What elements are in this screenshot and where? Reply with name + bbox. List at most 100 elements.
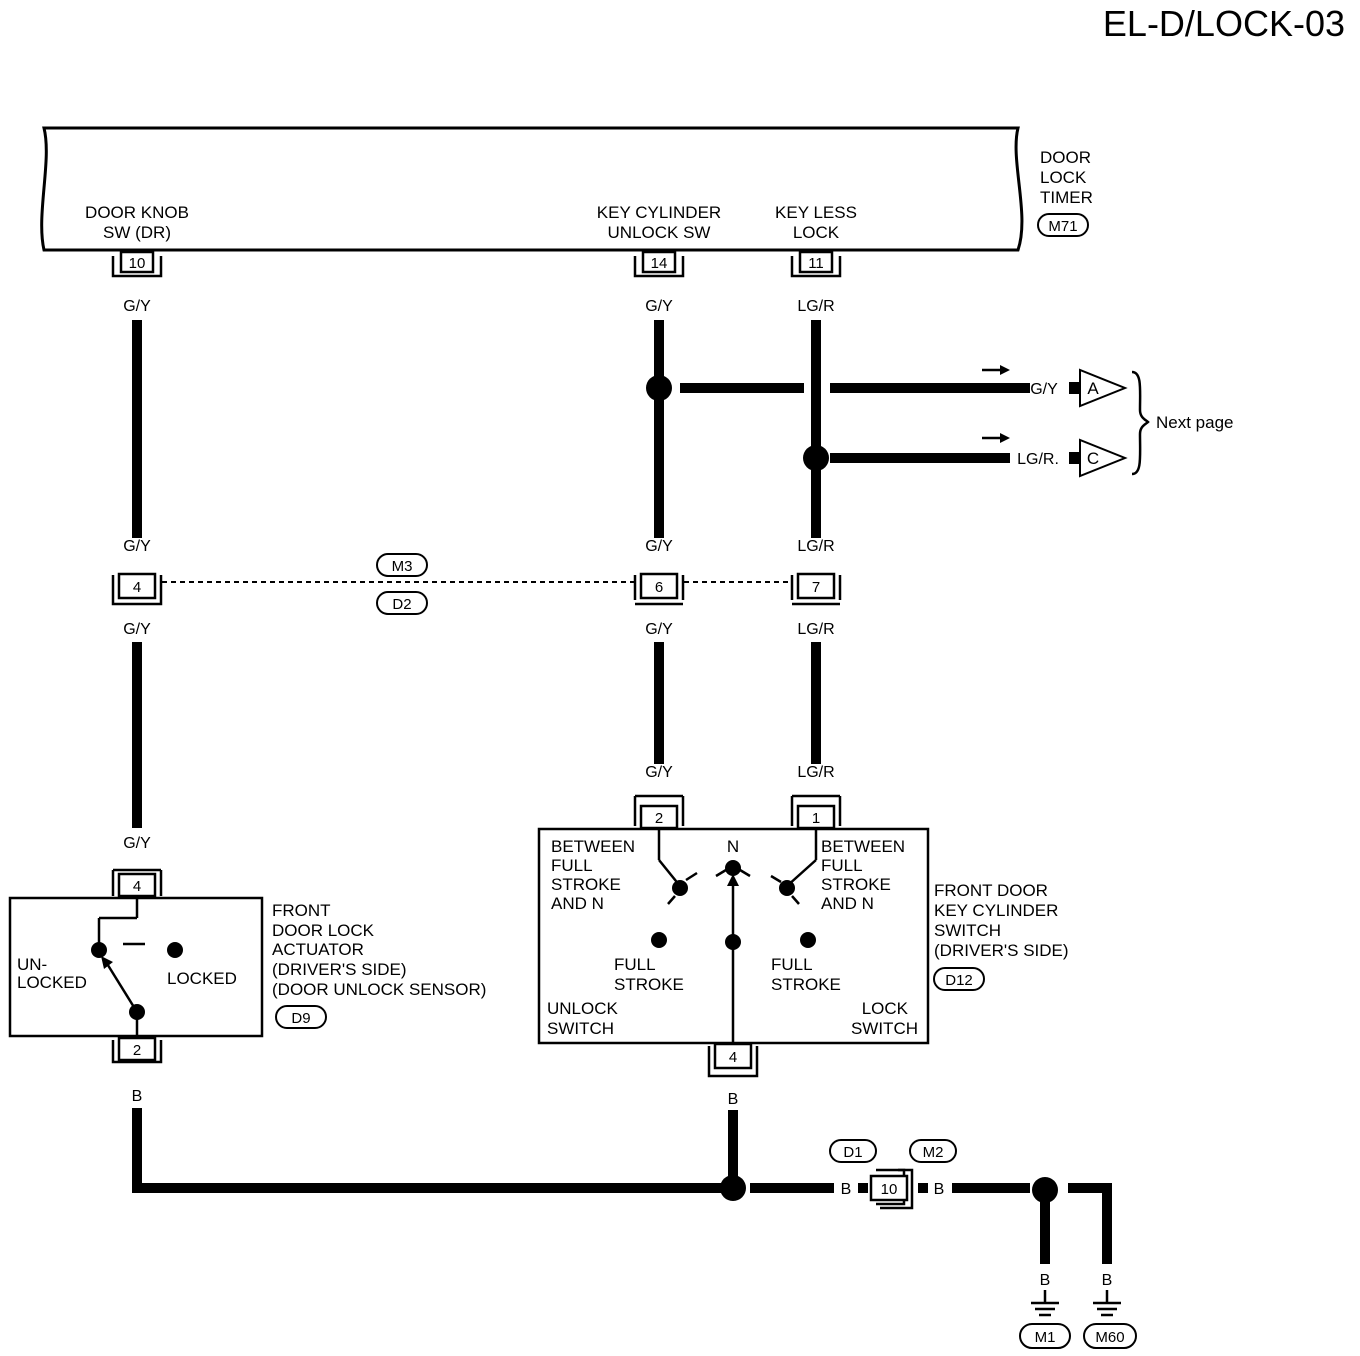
wire-label-gy-3: G/Y <box>123 621 151 638</box>
wire-label-b-2: B <box>728 1091 739 1108</box>
actuator-name-line4: (DRIVER'S SIDE) <box>272 960 407 979</box>
terminal-door-knob-line1: DOOR KNOB <box>85 203 189 222</box>
wire-label-b-6: B <box>1102 1272 1113 1289</box>
svg-text:LOCK: LOCK <box>862 999 909 1018</box>
actuator-pin-bottom: 2 <box>133 1042 141 1059</box>
svg-text:BETWEEN: BETWEEN <box>821 837 905 856</box>
wire-label-gy-4: G/Y <box>123 835 151 852</box>
joint-ref-bottom: D2 <box>392 596 411 613</box>
timer-name-line3: TIMER <box>1040 188 1093 207</box>
wire-door-knob: G/Y G/Y G/Y G/Y B <box>123 298 728 1193</box>
timer-ref-pill <box>1037 213 1089 237</box>
ground-ref-m1: M1 <box>1035 1329 1056 1346</box>
terminal-key-cylinder-line2: UNLOCK SW <box>608 223 711 242</box>
switch-ref: D12 <box>945 972 973 989</box>
next-page-label: Next page <box>1156 413 1234 432</box>
wire-label-lgr-1: LG/R <box>797 298 834 315</box>
terminal-key-cylinder-line1: KEY CYLINDER <box>597 203 721 222</box>
svg-text:STROKE: STROKE <box>551 875 621 894</box>
ground-circuit: B B D1 M2 10 B B B <box>720 1091 1137 1349</box>
actuator-pin-top: 4 <box>133 878 141 895</box>
svg-text:SWITCH: SWITCH <box>851 1019 918 1038</box>
ground-conn-ref-left: D1 <box>843 1144 862 1161</box>
svg-text:C: C <box>1087 449 1099 468</box>
door-lock-actuator: 4 UN- LOCKED LOCKED 2 FRONT DOOR LOCK AC… <box>8 868 486 1064</box>
svg-text:STROKE: STROKE <box>821 875 891 894</box>
joint-pin-4: 4 <box>133 579 141 596</box>
joint-pin-6: 6 <box>655 579 663 596</box>
actuator-name-line3: ACTUATOR <box>272 940 364 959</box>
ground-icon <box>1093 1290 1121 1317</box>
wire-label-gy-1: G/Y <box>123 298 151 315</box>
svg-text:UNLOCK: UNLOCK <box>547 999 619 1018</box>
switch-arrow-icon <box>101 956 113 969</box>
terminal-key-less-line1: KEY LESS <box>775 203 857 222</box>
wire-label-b-3: B <box>841 1181 852 1198</box>
wire-label-b-5: B <box>1040 1272 1051 1289</box>
svg-text:STROKE: STROKE <box>771 975 841 994</box>
connector-a <box>1079 368 1128 408</box>
next-page-connectors: A C Next page <box>982 365 1234 478</box>
svg-text:N: N <box>727 837 739 856</box>
svg-text:AND N: AND N <box>821 894 874 913</box>
svg-text:SWITCH: SWITCH <box>547 1019 614 1038</box>
wire-label-lgr-4: LG/R <box>797 764 834 781</box>
actuator-name-line5: (DOOR UNLOCK SENSOR) <box>272 980 486 999</box>
switch-pin-bottom: 4 <box>729 1049 737 1066</box>
wire-label-lgr-3: LG/R <box>797 621 834 638</box>
switch-name-line2: KEY CYLINDER <box>934 901 1058 920</box>
switch-pin-left: 2 <box>655 810 663 827</box>
wire-label-b-4: B <box>934 1181 945 1198</box>
switch-name-line4: (DRIVER'S SIDE) <box>934 941 1069 960</box>
key-cylinder-switch: 2 1 BETWEEN FULL STROKE AND N N BETWEEN … <box>537 794 1069 1078</box>
timer-ref: M71 <box>1048 218 1077 235</box>
actuator-name-line2: DOOR LOCK <box>272 921 375 940</box>
joint-ref-top: M3 <box>392 558 413 575</box>
joint-connector: M3 D2 4 6 7 <box>111 553 842 615</box>
ground-conn-ref-right: M2 <box>923 1144 944 1161</box>
joint-pin-7: 7 <box>812 579 820 596</box>
wire-label-gy-6: G/Y <box>645 538 673 555</box>
next-page-brace <box>1131 370 1150 476</box>
terminal-door-knob-line2: SW (DR) <box>103 223 171 242</box>
svg-text:AND N: AND N <box>551 894 604 913</box>
svg-text:A: A <box>1087 379 1099 398</box>
actuator-unlocked-line1: UN- <box>17 955 47 974</box>
door-lock-timer: DOOR LOCK TIMER M71 DOOR KNOB SW (DR) KE… <box>40 126 1093 252</box>
switch-name-line1: FRONT DOOR <box>934 881 1048 900</box>
svg-text:FULL: FULL <box>821 856 863 875</box>
svg-text:10: 10 <box>129 255 146 272</box>
switch-pin-right: 1 <box>812 810 820 827</box>
switch-name-line3: SWITCH <box>934 921 1001 940</box>
wire-key-less: LG/R LG/R LG/R LG/R LG/R. <box>797 298 1059 781</box>
terminal-key-less-line2: LOCK <box>793 223 840 242</box>
actuator-ref: D9 <box>291 1010 310 1027</box>
svg-text:11: 11 <box>808 255 824 272</box>
ground-ref-m60: M60 <box>1095 1329 1124 1346</box>
wire-label-gy-2: G/Y <box>123 538 151 555</box>
timer-pin-11: 11 <box>790 250 842 278</box>
wire-label-lgr-2: LG/R <box>797 538 834 555</box>
wire-label-b-1: B <box>132 1088 143 1105</box>
wire-key-cylinder: G/Y G/Y G/Y G/Y G/Y <box>645 298 1058 781</box>
timer-name-line2: LOCK <box>1040 168 1087 187</box>
timer-pin-14: 14 <box>633 250 685 278</box>
svg-text:14: 14 <box>651 255 668 272</box>
actuator-unlocked-line2: LOCKED <box>17 973 87 992</box>
svg-text:STROKE: STROKE <box>614 975 684 994</box>
wire-label-gy-9: G/Y <box>1030 381 1058 398</box>
switch-arrow-icon <box>727 874 739 886</box>
ground-conn-pin: 10 <box>881 1181 898 1198</box>
svg-text:FULL: FULL <box>551 856 593 875</box>
wire-label-lgr-5: LG/R. <box>1017 451 1059 468</box>
wire-label-gy-8: G/Y <box>645 764 673 781</box>
timer-name-line1: DOOR <box>1040 148 1091 167</box>
svg-text:BETWEEN: BETWEEN <box>551 837 635 856</box>
timer-pin-10: 10 <box>111 250 163 278</box>
page-title: EL-D/LOCK-03 <box>1103 3 1345 44</box>
wire-label-gy-5: G/Y <box>645 298 673 315</box>
ground-icon <box>1031 1290 1059 1317</box>
arrow-right-icon <box>982 365 1010 375</box>
actuator-name-line1: FRONT <box>272 901 331 920</box>
